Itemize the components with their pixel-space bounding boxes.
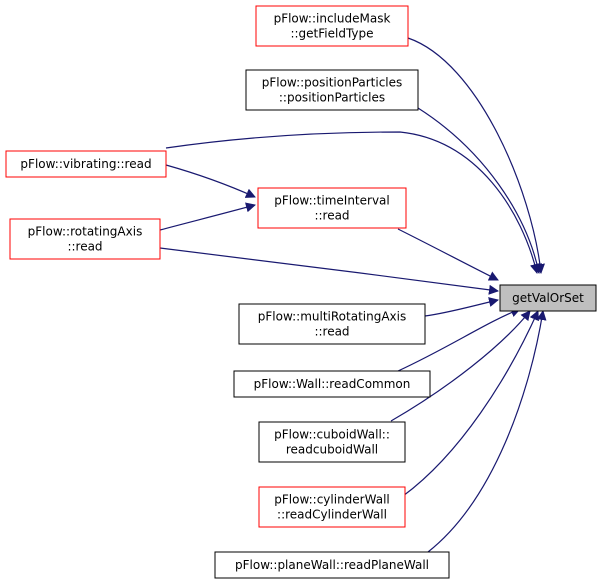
node-box	[238, 303, 426, 345]
node-rotatingAxis[interactable]: pFlow::rotatingAxis::read	[9, 218, 161, 260]
edge-cuboidWall-target	[390, 310, 531, 422]
edge-multiRotatingAxis-target	[424, 297, 499, 317]
node-label: ::read	[314, 209, 349, 223]
edge-timeInterval-target	[397, 228, 499, 281]
node-target: getValOrSet	[499, 284, 597, 312]
edges	[159, 37, 547, 553]
node-cuboidWall[interactable]: pFlow::cuboidWall::readcuboidWall	[258, 421, 406, 463]
node-label: readcuboidWall	[286, 443, 378, 457]
node-timeInterval[interactable]: pFlow::timeInterval::read	[257, 187, 407, 229]
node-positionParticles[interactable]: pFlow::positionParticles::positionPartic…	[245, 69, 419, 111]
edge-positionParticles-target	[417, 107, 543, 274]
edge-vibrating-target	[165, 131, 540, 274]
node-label: ::read	[314, 325, 349, 339]
node-box	[233, 370, 431, 398]
node-label: pFlow::timeInterval	[274, 194, 390, 208]
node-label: ::getFieldType	[290, 27, 373, 41]
node-label: getValOrSet	[512, 291, 584, 305]
edge-cylinderWall-target	[402, 310, 539, 497]
node-wall[interactable]: pFlow::Wall::readCommon	[233, 370, 431, 398]
node-label: pFlow::rotatingAxis	[28, 225, 143, 239]
node-multiRotatingAxis[interactable]: pFlow::multiRotatingAxis::read	[238, 303, 426, 345]
edge-includeMask-target	[407, 37, 545, 274]
edge-rotatingAxis-target	[159, 247, 499, 295]
node-label: pFlow::vibrating::read	[20, 157, 151, 171]
node-label: pFlow::cuboidWall::	[274, 428, 390, 442]
node-label: pFlow::cylinderWall	[274, 493, 389, 507]
node-box	[214, 551, 450, 579]
node-label: pFlow::planeWall::readPlaneWall	[235, 558, 429, 572]
edge-vibrating-timeInterval	[165, 164, 256, 198]
node-box	[9, 218, 161, 260]
node-label: pFlow::includeMask	[274, 12, 391, 26]
node-label: pFlow::Wall::readCommon	[254, 377, 411, 391]
node-box	[257, 187, 407, 229]
node-box	[258, 421, 406, 463]
node-vibrating[interactable]: pFlow::vibrating::read	[5, 150, 167, 178]
node-label: pFlow::multiRotatingAxis	[258, 310, 406, 324]
node-box	[499, 284, 597, 312]
node-label: ::positionParticles	[279, 91, 385, 105]
node-label: ::read	[67, 240, 102, 254]
edge-wall-target	[397, 307, 521, 372]
node-box	[5, 150, 167, 178]
node-box	[245, 69, 419, 111]
node-box	[255, 5, 409, 47]
edge-rotatingAxis-timeInterval	[159, 202, 256, 231]
node-box	[258, 486, 406, 528]
nodes: getValOrSet pFlow::includeMask::getFieldT…	[5, 5, 597, 579]
node-label: ::readCylinderWall	[277, 508, 387, 522]
node-label: pFlow::positionParticles	[262, 76, 403, 90]
edge-planeWall-target	[427, 310, 547, 553]
node-planeWall[interactable]: pFlow::planeWall::readPlaneWall	[214, 551, 450, 579]
node-includeMask[interactable]: pFlow::includeMask::getFieldType	[255, 5, 409, 47]
node-cylinderWall[interactable]: pFlow::cylinderWall::readCylinderWall	[258, 486, 406, 528]
